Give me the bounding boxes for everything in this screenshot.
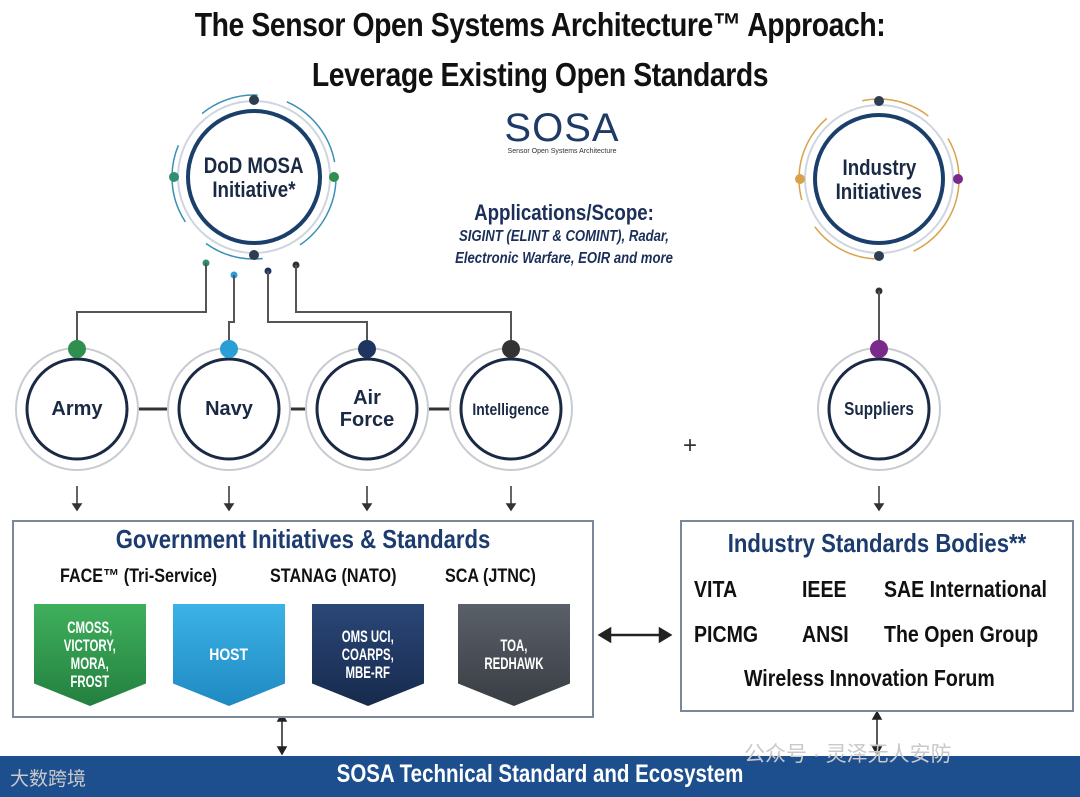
intelligence-dot bbox=[502, 340, 520, 358]
std-stanag: STANAG (NATO) bbox=[270, 566, 397, 587]
badge-cmoss: CMOSS,VICTORY,MORA,FROST bbox=[34, 604, 146, 706]
intelligence-text: Intelligence bbox=[472, 399, 550, 419]
connector-air-force bbox=[267, 271, 368, 348]
down-arrows bbox=[71, 486, 885, 512]
industry-initiatives-node: Industry Initiatives bbox=[809, 144, 949, 216]
air-force-label: Air Force bbox=[322, 380, 412, 438]
air-force-ring bbox=[315, 357, 419, 461]
body-sae: SAE International bbox=[884, 576, 1047, 602]
navy-dot bbox=[220, 340, 238, 358]
dod-mosa-node: DoD MOSA Initiative* bbox=[184, 142, 324, 214]
body-vita: VITA bbox=[694, 576, 738, 602]
industry-initiatives-line1: Industry bbox=[842, 154, 916, 180]
applications-line1: SIGINT (ELINT & COMINT), Radar, bbox=[459, 228, 669, 245]
navy-label: Navy bbox=[205, 398, 253, 420]
connector-navy bbox=[228, 275, 235, 348]
std-sca: SCA (JTNC) bbox=[445, 566, 536, 587]
plus-sign: + bbox=[683, 432, 698, 459]
industry-initiatives-line2: Initiatives bbox=[835, 179, 923, 204]
footer-title: SOSA Technical Standard and Ecosystem bbox=[336, 760, 744, 788]
watermark-left: 大数跨境 bbox=[10, 769, 87, 790]
std-face: FACE™ (Tri-Service) bbox=[60, 566, 218, 587]
air-force-dot bbox=[358, 340, 376, 358]
dod-node-dot-left bbox=[169, 172, 179, 182]
applications-line2: Electronic Warfare, EOIR and more bbox=[455, 250, 673, 267]
dod-mosa-line2: Initiative* bbox=[212, 177, 296, 202]
navy-ring bbox=[177, 357, 281, 461]
suppliers-label: Suppliers bbox=[829, 392, 929, 428]
diagram-title-line1: The Sensor Open Systems Architecture™ Ap… bbox=[194, 6, 886, 43]
industry-box-title: Industry Standards Bodies** bbox=[727, 528, 1027, 558]
industry-inner-ring bbox=[813, 113, 945, 245]
suppliers-dot bbox=[870, 340, 888, 358]
watermark-right: 公众号 · 灵泽无人安防 bbox=[744, 743, 952, 766]
body-ansi: ANSI bbox=[802, 621, 849, 647]
footer-bar bbox=[0, 756, 1080, 797]
dod-node-dot-bottom bbox=[249, 250, 259, 260]
intelligence-ring bbox=[459, 357, 563, 461]
air-force-line1: Air bbox=[353, 387, 381, 409]
suppliers-text: Suppliers bbox=[844, 399, 914, 420]
suppliers-ring bbox=[827, 357, 931, 461]
diagram-title-line2: Leverage Existing Open Standards bbox=[311, 56, 769, 93]
army-ring bbox=[25, 357, 129, 461]
air-force-line2: Force bbox=[339, 409, 395, 431]
connector-army bbox=[76, 263, 207, 348]
body-ieee: IEEE bbox=[802, 576, 847, 602]
applications-heading: Applications/Scope: bbox=[474, 200, 654, 225]
sosa-logo-subtitle: Sensor Open Systems Architecture bbox=[507, 148, 617, 155]
body-picmg: PICMG bbox=[694, 621, 759, 647]
dod-mosa-line1: DoD MOSA bbox=[204, 152, 304, 178]
body-open-group: The Open Group bbox=[884, 621, 1039, 647]
industry-node-dot-left bbox=[795, 174, 805, 184]
badge-host: HOST bbox=[173, 604, 285, 706]
dod-node-dot-right bbox=[329, 172, 339, 182]
industry-node-dot-top bbox=[874, 96, 884, 106]
government-box-title: Government Initiatives & Standards bbox=[115, 524, 491, 554]
connector-intelligence bbox=[295, 265, 512, 348]
badge-oms-uci: OMS UCI,COARPS,MBE-RF bbox=[312, 604, 424, 706]
sosa-logo-word: SOSA bbox=[504, 106, 620, 150]
intelligence-label: Intelligence bbox=[461, 392, 561, 428]
badge-toa: TOA,REDHAWK bbox=[458, 604, 570, 706]
body-wireless-forum: Wireless Innovation Forum bbox=[744, 665, 995, 691]
industry-node-dot-bottom bbox=[874, 251, 884, 261]
dod-inner-ring bbox=[186, 109, 322, 245]
double-arrow-horizontal bbox=[597, 626, 673, 644]
sosa-logo: SOSA Sensor Open Systems Architecture bbox=[500, 106, 624, 166]
army-label: Army bbox=[51, 398, 103, 420]
army-dot bbox=[68, 340, 86, 358]
industry-node-dot-right bbox=[953, 174, 963, 184]
dod-node-dot-top bbox=[249, 95, 259, 105]
applications-scope: Applications/Scope: SIGINT (ELINT & COMI… bbox=[418, 200, 710, 270]
industry-box bbox=[680, 520, 1074, 712]
